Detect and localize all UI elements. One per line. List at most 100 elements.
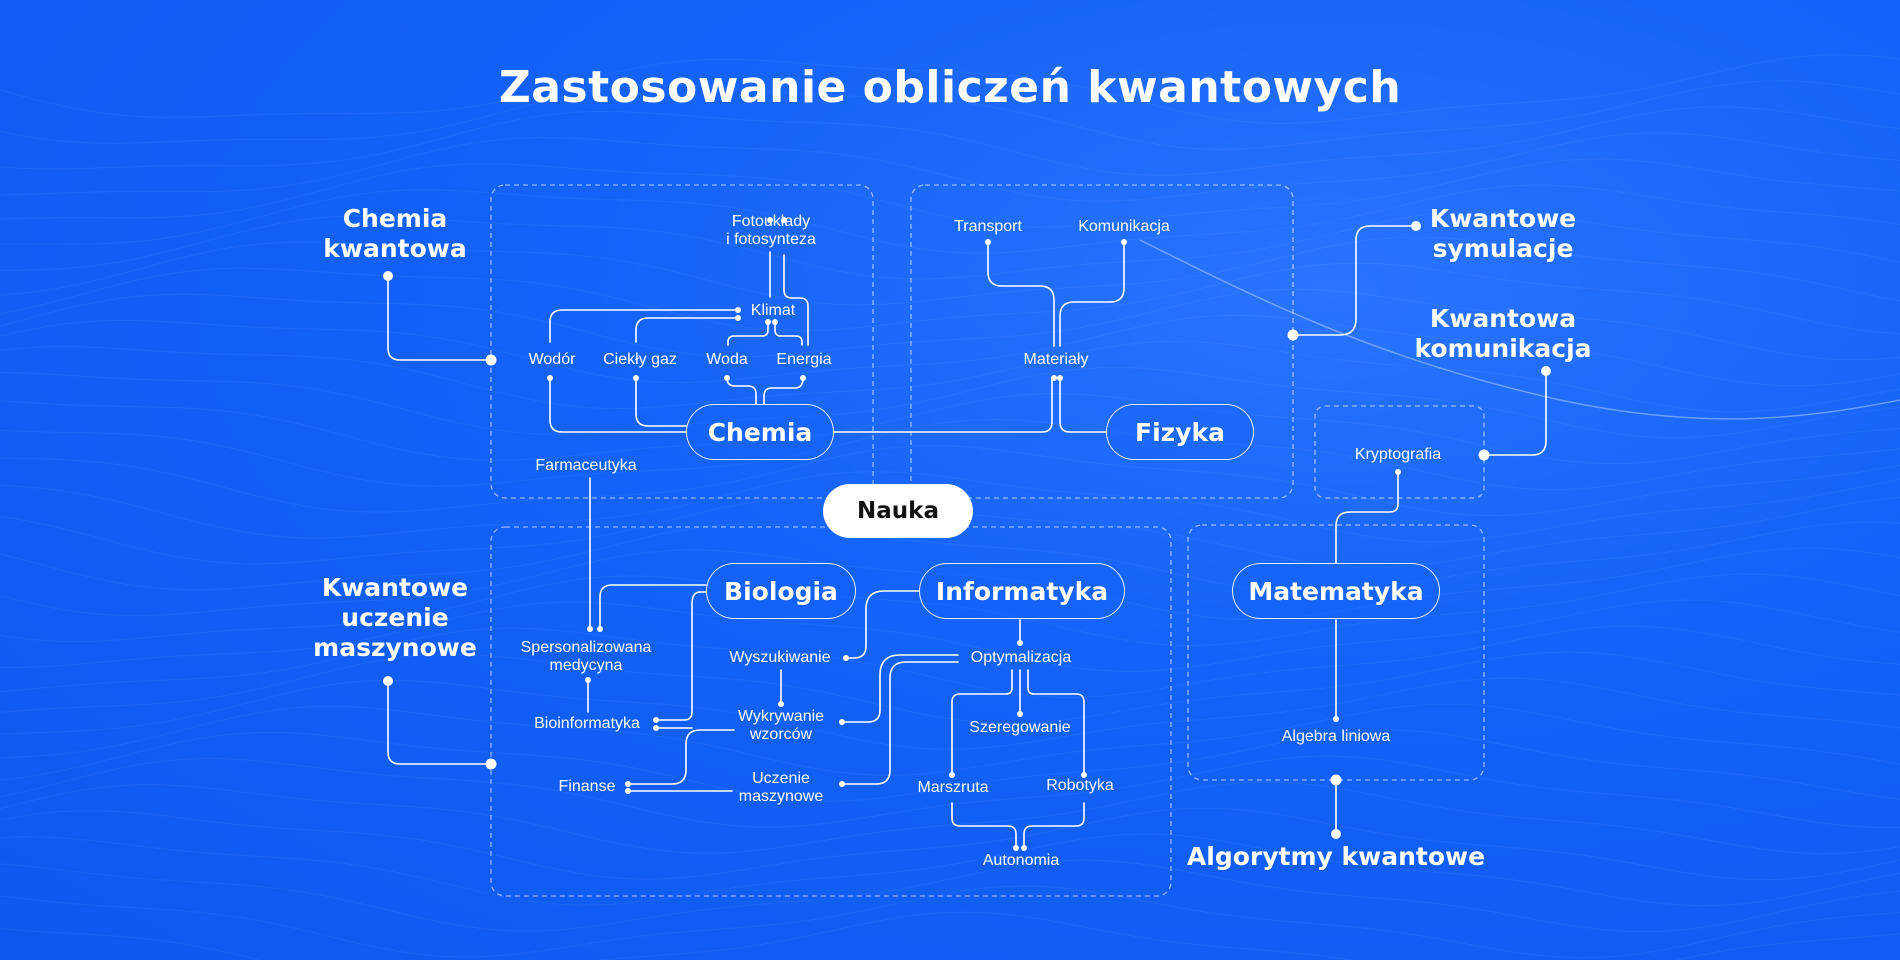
dot-small <box>587 626 593 632</box>
dot-small <box>724 375 730 381</box>
topic-robotyka: Robotyka <box>1046 777 1114 794</box>
wave-line <box>0 677 1900 750</box>
dot-small <box>800 375 806 381</box>
label-algorytmy-kwantowe: Algorytmy kwantowe <box>1186 842 1486 871</box>
link-mat-krypto <box>1335 471 1399 564</box>
wave-line <box>0 106 1900 176</box>
dot-algorytmy <box>1331 829 1341 839</box>
label-kwantowa-komunikacja: Kwantowa komunikacja <box>1414 304 1592 363</box>
dot-small <box>1051 375 1057 381</box>
wave-line <box>0 599 1900 672</box>
wave-line <box>0 419 1900 491</box>
link-chemia-wodor <box>549 377 687 433</box>
wave-line <box>0 445 1900 517</box>
page-title: Zastosowanie obliczeń kwantowych <box>498 62 1402 113</box>
wave-line <box>0 366 1900 439</box>
connector-lines <box>387 225 1547 849</box>
topic-autonomia: Autonomia <box>982 852 1060 869</box>
dot-small <box>985 239 991 245</box>
topic-klimat: Klimat <box>750 302 796 319</box>
dot-small <box>1057 375 1063 381</box>
wave-line <box>0 651 1900 724</box>
link-chemia-kwantowa <box>387 275 492 361</box>
dot-small <box>767 217 773 223</box>
link-bio-sperso <box>599 584 707 630</box>
link-klimat-energia <box>774 321 803 346</box>
topic-kryptografia: Kryptografia <box>1354 446 1442 463</box>
dot-small <box>653 725 659 731</box>
dot-small <box>597 626 603 632</box>
dot-small <box>625 781 631 787</box>
wave-line <box>0 781 1900 855</box>
topic-szeregowanie: Szeregowanie <box>969 719 1071 736</box>
topic-spersonalizowana: Spersonalizowana medycyna <box>520 639 652 674</box>
wave-line <box>0 158 1900 228</box>
dot-small <box>949 772 955 778</box>
link-opt-wykr <box>841 654 959 723</box>
label-kwantowe-symulacje: Kwantowe symulacje <box>1429 204 1577 263</box>
dot-small <box>1017 711 1023 717</box>
cluster-chemia <box>490 184 874 499</box>
topic-wodor: Wodór <box>528 351 576 368</box>
category-informatyka: Informatyka <box>919 563 1125 619</box>
link-opt-marszruta <box>951 669 1013 776</box>
topic-transport: Transport <box>954 218 1022 235</box>
dot-small <box>653 717 659 723</box>
category-chemia: Chemia <box>686 404 834 460</box>
wave-line <box>0 80 1900 150</box>
dot-chemia-cluster <box>485 354 497 366</box>
dot-krypto-cluster <box>1478 449 1490 461</box>
dot-small <box>778 701 784 707</box>
link-robotyka-auto <box>1023 802 1085 849</box>
wave-line <box>0 184 1900 254</box>
link-woda <box>726 377 757 405</box>
dot-small <box>765 319 771 325</box>
wave-line <box>0 471 1900 543</box>
link-komunikacja <box>1059 241 1125 347</box>
wave-line <box>0 288 1900 361</box>
link-energia <box>763 377 804 405</box>
connector-dots <box>383 217 1551 851</box>
dot-mat-cluster <box>1330 774 1342 786</box>
cluster-fizyka <box>910 184 1294 499</box>
link-foto-energia <box>783 254 809 346</box>
dot-small <box>1013 845 1019 851</box>
link-chemia-ciekly <box>635 377 687 427</box>
label-chemia-kwantowa: Chemia kwantowa <box>323 204 467 263</box>
label-kwantowe-uczenie: Kwantowe uczenie maszynowe <box>313 573 477 662</box>
link-klimat-wodor <box>549 309 739 343</box>
wave-line <box>0 729 1900 802</box>
dot-kwantowa-komunikacja <box>1541 366 1551 376</box>
topic-materialy: Materiały <box>1023 351 1089 368</box>
dot-uczenie-cluster <box>485 758 497 770</box>
topic-energia: Energia <box>776 351 832 368</box>
light-streak <box>1139 239 1900 420</box>
link-klimat-woda <box>727 321 769 346</box>
dot-small <box>772 319 778 325</box>
dot-small <box>735 307 741 313</box>
dot-small <box>781 217 787 223</box>
wave-line <box>0 340 1900 413</box>
link-marszruta-auto <box>951 802 1017 849</box>
dot-symulacje-cluster <box>1287 329 1299 341</box>
topic-wykrywanie: Wykrywanie wzorców <box>737 708 825 743</box>
category-biologia: Biologia <box>706 563 856 619</box>
dot-small <box>1333 716 1339 722</box>
dot-kwantowe-symulacje <box>1411 221 1421 231</box>
dot-small <box>585 677 591 683</box>
dot-small <box>1395 469 1401 475</box>
link-transport <box>987 241 1055 347</box>
link-kwantowe-symulacje <box>1292 225 1417 336</box>
dot-small <box>1081 772 1087 778</box>
topic-ciekly-gaz: Ciekły gaz <box>603 351 677 368</box>
topic-fotouklady: Fotoukłady i fotosynteza <box>726 213 816 248</box>
link-opt-robotyka <box>1027 669 1085 776</box>
topic-woda: Woda <box>706 351 748 368</box>
wave-line <box>0 314 1900 387</box>
wave-line <box>0 210 1900 280</box>
hub-nauka: Nauka <box>823 484 973 538</box>
link-chemia-fizyka <box>833 377 1053 433</box>
wave-line <box>0 236 1900 306</box>
topic-algebra-liniowa: Algebra liniowa <box>1281 728 1391 745</box>
